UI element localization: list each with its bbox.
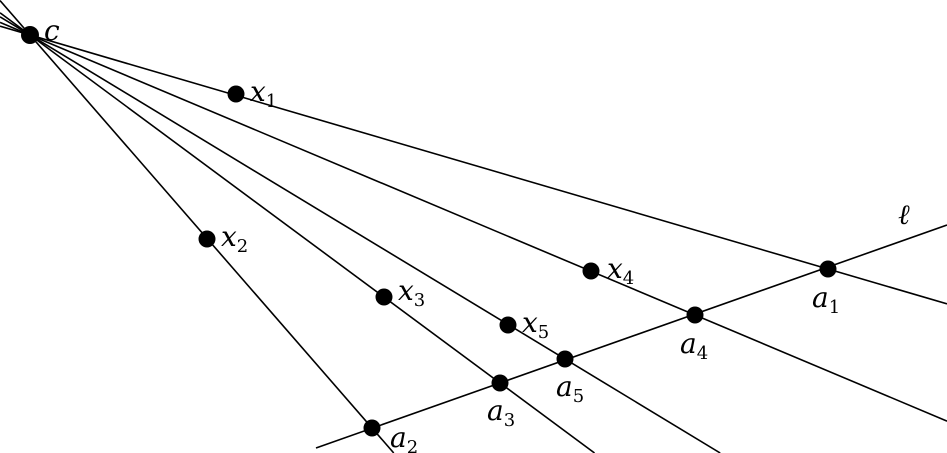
point-x2 [198,230,216,248]
label-x3: x3 [398,274,425,311]
label-a1: a1 [812,281,840,318]
point-x3 [375,288,393,306]
point-a5 [556,350,574,368]
label-a3: a3 [487,394,515,431]
ray-c-a2 [0,0,395,453]
label-x1: x1 [250,75,277,112]
point-a2 [363,419,381,437]
label-c: c [44,14,60,47]
label-x4: x4 [607,252,634,289]
point-c [21,26,39,44]
ray-c-a1 [0,25,947,305]
label-l: ℓ [898,198,910,231]
label-a4: a4 [680,327,708,364]
point-x1 [227,85,245,103]
point-a4 [686,306,704,324]
label-a5: a5 [556,370,584,407]
point-x4 [582,262,600,280]
line-l [315,224,947,449]
label-x5: x5 [522,306,549,343]
ray-c-a5 [0,16,721,453]
point-x5 [499,316,517,334]
label-x2: x2 [221,220,248,257]
ray-c-a4 [0,21,947,422]
point-a3 [491,374,509,392]
label-a2: a2 [390,421,418,453]
point-a1 [819,260,837,278]
